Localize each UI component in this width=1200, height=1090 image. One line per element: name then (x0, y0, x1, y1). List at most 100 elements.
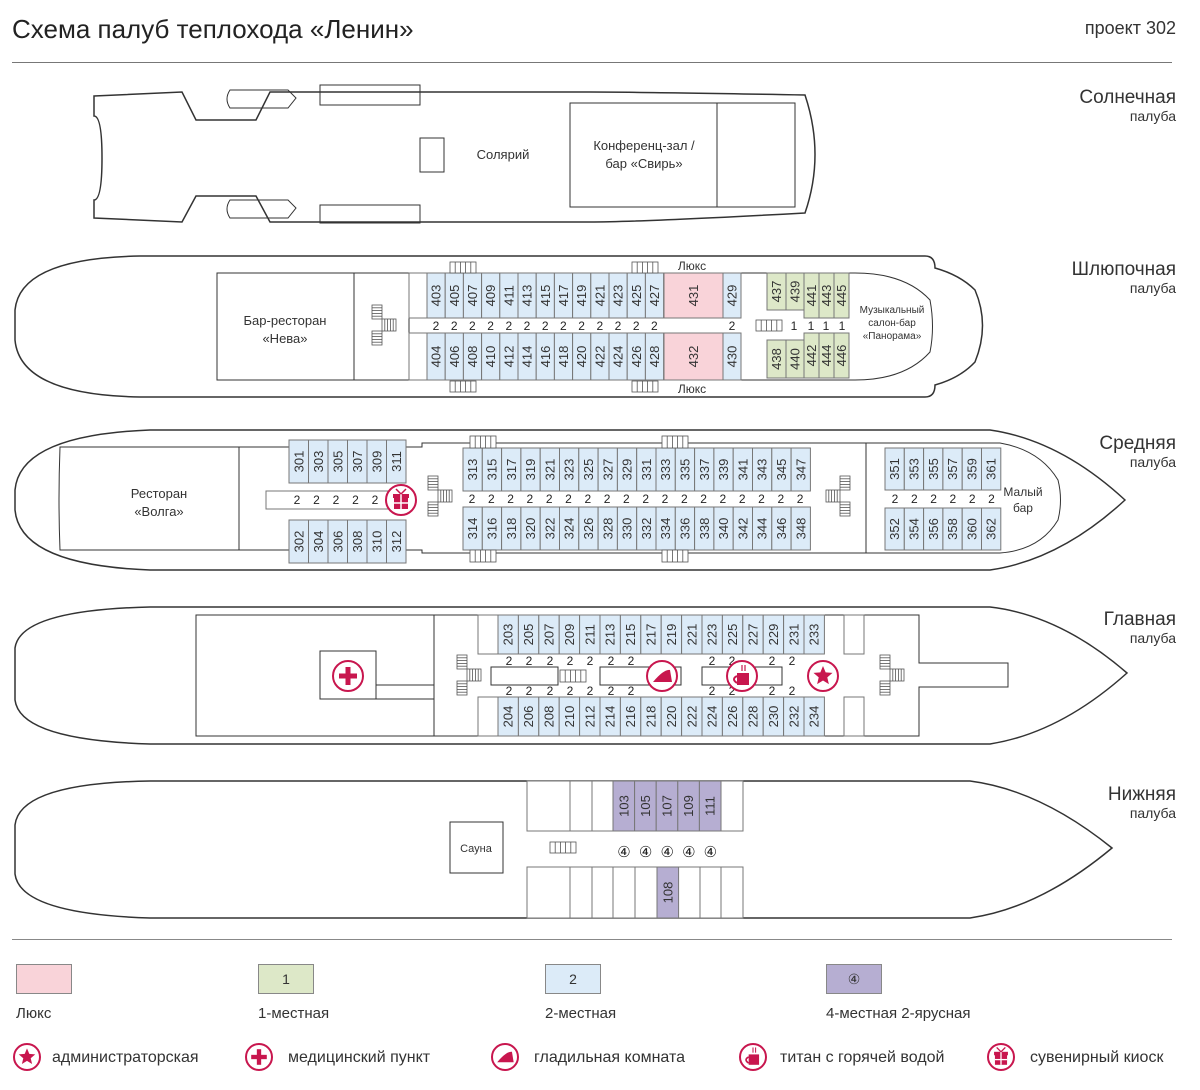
cabin-416[interactable]: 416 (535, 332, 555, 381)
cabin-406[interactable]: 406 (444, 332, 464, 381)
cabin-334[interactable]: 334 (655, 506, 676, 551)
cabin-351[interactable]: 351 (884, 447, 905, 491)
cabin-347[interactable]: 347 (790, 447, 811, 492)
cabin-345[interactable]: 345 (771, 447, 792, 492)
cabin-415[interactable]: 415 (535, 272, 555, 319)
cabin-226[interactable]: 226 (721, 696, 744, 737)
cabin-425[interactable]: 425 (626, 272, 646, 319)
cabin-423[interactable]: 423 (608, 272, 628, 319)
cabin-325[interactable]: 325 (578, 447, 599, 492)
cabin-352[interactable]: 352 (884, 507, 905, 551)
cabin-331[interactable]: 331 (636, 447, 657, 492)
cabin-403[interactable]: 403 (426, 272, 446, 319)
cabin-421[interactable]: 421 (590, 272, 610, 319)
cabin-408[interactable]: 408 (462, 332, 483, 381)
cabin-444[interactable]: 444 (818, 332, 835, 379)
cabin-417[interactable]: 417 (553, 272, 574, 319)
cabin-339[interactable]: 339 (713, 447, 734, 492)
cabin-356[interactable]: 356 (923, 507, 944, 551)
cabin-329[interactable]: 329 (616, 447, 638, 492)
cabin-234[interactable]: 234 (803, 696, 825, 737)
cabin-344[interactable]: 344 (752, 506, 773, 551)
cabin-440[interactable]: 440 (785, 339, 805, 379)
cabin-305[interactable]: 305 (327, 439, 348, 484)
cabin-413[interactable]: 413 (517, 272, 537, 319)
cabin-424[interactable]: 424 (608, 332, 628, 381)
cabin-303[interactable]: 303 (308, 439, 329, 484)
cabin-218[interactable]: 218 (640, 696, 662, 737)
cabin-407[interactable]: 407 (462, 272, 483, 319)
cabin-442[interactable]: 442 (803, 332, 820, 379)
cabin-432[interactable]: 432 (663, 332, 724, 381)
cabin-223[interactable]: 223 (701, 614, 723, 655)
cabin-410[interactable]: 410 (481, 332, 501, 381)
cabin-359[interactable]: 359 (961, 447, 983, 491)
cabin-428[interactable]: 428 (644, 332, 665, 381)
cabin-327[interactable]: 327 (597, 447, 618, 492)
cabin-338[interactable]: 338 (694, 506, 715, 551)
cabin-319[interactable]: 319 (520, 447, 541, 492)
cabin-439[interactable]: 439 (785, 272, 805, 311)
cabin-346[interactable]: 346 (771, 506, 792, 551)
cabin-446[interactable]: 446 (833, 332, 850, 379)
cabin-441[interactable]: 441 (803, 272, 820, 319)
cabin-324[interactable]: 324 (559, 506, 580, 551)
cabin-360[interactable]: 360 (961, 507, 983, 551)
cabin-316[interactable]: 316 (481, 506, 503, 551)
cabin-414[interactable]: 414 (517, 332, 537, 381)
cabin-358[interactable]: 358 (942, 507, 963, 551)
cabin-443[interactable]: 443 (818, 272, 835, 319)
cabin-227[interactable]: 227 (742, 614, 764, 655)
cabin-404[interactable]: 404 (426, 332, 446, 381)
cabin-210[interactable]: 210 (558, 696, 581, 737)
cabin-317[interactable]: 317 (501, 447, 522, 492)
cabin-221[interactable]: 221 (681, 614, 703, 655)
cabin-304[interactable]: 304 (308, 519, 329, 564)
cabin-326[interactable]: 326 (578, 506, 599, 551)
cabin-232[interactable]: 232 (783, 696, 805, 737)
cabin-323[interactable]: 323 (559, 447, 580, 492)
cabin-109[interactable]: 109 (677, 780, 700, 832)
cabin-306[interactable]: 306 (327, 519, 348, 564)
cabin-362[interactable]: 362 (981, 507, 1002, 551)
cabin-231[interactable]: 231 (783, 614, 805, 655)
cabin-220[interactable]: 220 (660, 696, 683, 737)
cabin-357[interactable]: 357 (942, 447, 963, 491)
cabin-419[interactable]: 419 (572, 272, 592, 319)
cabin-208[interactable]: 208 (538, 696, 560, 737)
cabin-337[interactable]: 337 (694, 447, 715, 492)
cabin-302[interactable]: 302 (288, 519, 309, 564)
cabin-412[interactable]: 412 (499, 332, 519, 381)
cabin-307[interactable]: 307 (347, 439, 368, 484)
cabin-340[interactable]: 340 (713, 506, 734, 551)
cabin-332[interactable]: 332 (636, 506, 657, 551)
cabin-301[interactable]: 301 (288, 439, 309, 484)
cabin-209[interactable]: 209 (558, 614, 581, 655)
cabin-431[interactable]: 431 (663, 272, 724, 319)
cabin-310[interactable]: 310 (366, 519, 387, 564)
cabin-320[interactable]: 320 (520, 506, 541, 551)
cabin-335[interactable]: 335 (674, 447, 696, 492)
cabin-111[interactable]: 111 (698, 780, 722, 832)
cabin-309[interactable]: 309 (366, 439, 387, 484)
cabin-322[interactable]: 322 (539, 506, 561, 551)
cabin-342[interactable]: 342 (732, 506, 754, 551)
cabin-103[interactable]: 103 (612, 780, 636, 832)
cabin-222[interactable]: 222 (681, 696, 703, 737)
cabin-411[interactable]: 411 (499, 272, 519, 319)
cabin-409[interactable]: 409 (481, 272, 501, 319)
cabin-405[interactable]: 405 (444, 272, 464, 319)
cabin-225[interactable]: 225 (721, 614, 744, 655)
cabin-312[interactable]: 312 (386, 519, 407, 564)
cabin-108[interactable]: 108 (656, 866, 680, 919)
cabin-343[interactable]: 343 (752, 447, 773, 492)
cabin-204[interactable]: 204 (497, 696, 519, 737)
cabin-318[interactable]: 318 (501, 506, 522, 551)
cabin-206[interactable]: 206 (517, 696, 540, 737)
cabin-361[interactable]: 361 (981, 447, 1002, 491)
cabin-313[interactable]: 313 (462, 447, 483, 492)
cabin-438[interactable]: 438 (766, 339, 787, 379)
cabin-336[interactable]: 336 (674, 506, 696, 551)
cabin-230[interactable]: 230 (762, 696, 785, 737)
cabin-233[interactable]: 233 (803, 614, 825, 655)
